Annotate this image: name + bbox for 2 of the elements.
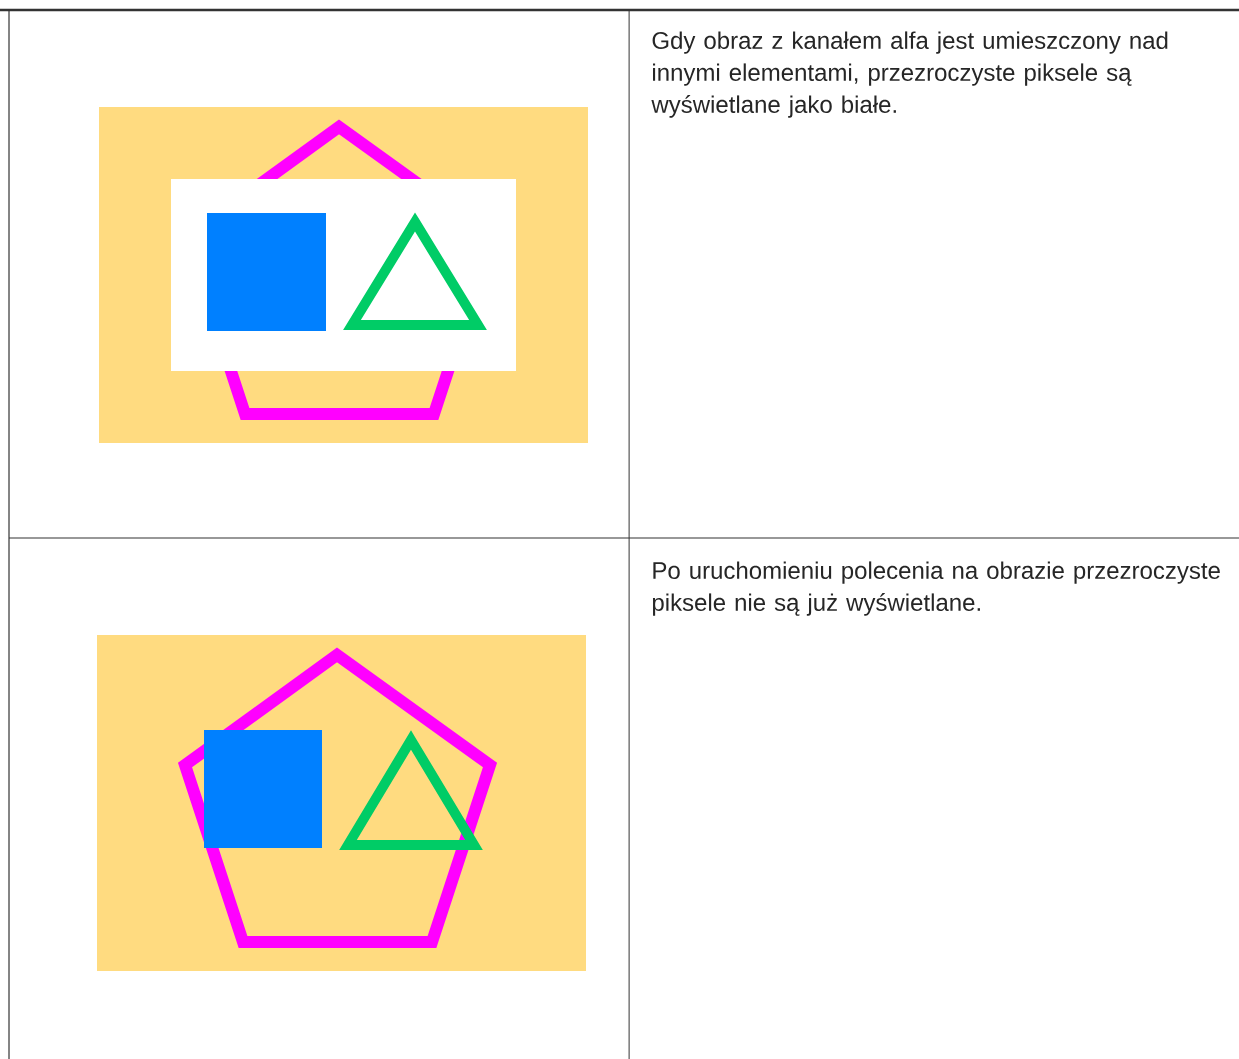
description-text: Po uruchomieniu polecenia na obrazie przezroczyste piksele nie są już wyświetlane.: [652, 561, 1220, 616]
description-text: Gdy obraz z kanałem alfa jest umieszczony nad innymi elementami, przezroczyste piksele są wyświetlane jako białe.: [651, 31, 1168, 118]
